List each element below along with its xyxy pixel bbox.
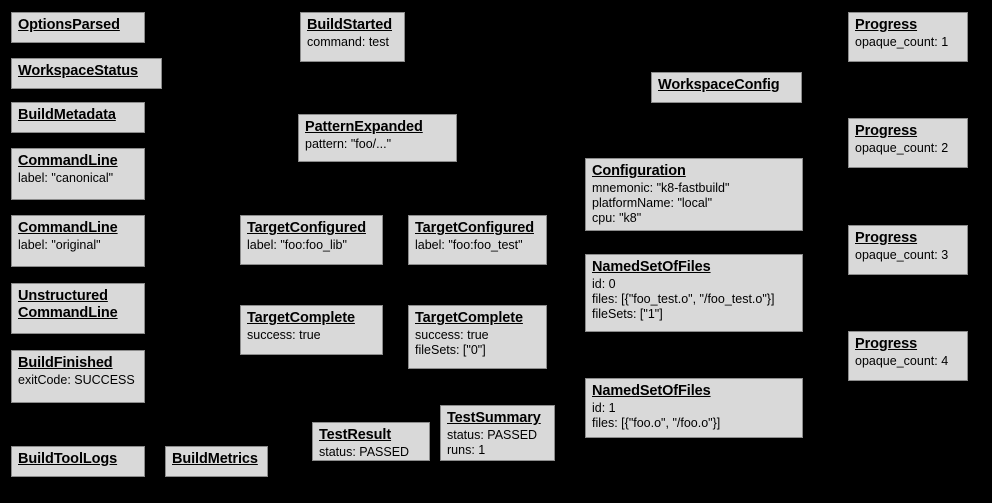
node-title: BuildMetadata <box>18 107 116 123</box>
node-attribute-line: id: 0 <box>592 277 616 291</box>
node-attributes: status: PASSED <box>319 445 423 460</box>
node-title: TargetConfigured <box>247 220 366 236</box>
node-title: PatternExpanded <box>305 119 423 135</box>
node-attributes: exitCode: SUCCESS <box>18 373 138 388</box>
node-attributes: opaque_count: 1 <box>855 35 961 50</box>
node-build-metrics[interactable]: BuildMetrics <box>165 446 268 477</box>
node-title: BuildFinished <box>18 355 113 371</box>
node-title: TestSummary <box>447 410 541 426</box>
node-attribute-line: status: PASSED <box>447 428 538 442</box>
node-title: WorkspaceConfig <box>658 77 780 93</box>
node-workspace-status[interactable]: WorkspaceStatus <box>11 58 162 89</box>
node-title: Unstructured CommandLine <box>18 288 118 321</box>
node-attribute-line: platformName: "local" <box>592 196 713 210</box>
node-unstructured-command-line[interactable]: Unstructured CommandLine <box>11 283 145 334</box>
node-configuration[interactable]: Configuration mnemonic: "k8-fastbuild"pla… <box>585 158 803 231</box>
node-attribute-line: label: "canonical" <box>18 171 114 185</box>
node-title: TargetComplete <box>247 310 355 326</box>
node-pattern-expanded[interactable]: PatternExpanded pattern: "foo/..." <box>298 114 457 162</box>
node-attributes: pattern: "foo/..." <box>305 137 450 152</box>
node-target-complete-lib[interactable]: TargetComplete success: true <box>240 305 383 355</box>
node-attributes: opaque_count: 2 <box>855 141 961 156</box>
node-attribute-line: success: true <box>247 328 321 342</box>
node-title: Configuration <box>592 163 686 179</box>
node-progress-4[interactable]: Progress opaque_count: 4 <box>848 331 968 381</box>
node-attribute-line: status: PASSED <box>319 445 410 459</box>
node-progress-1[interactable]: Progress opaque_count: 1 <box>848 12 968 62</box>
node-title: BuildStarted <box>307 17 393 33</box>
node-attribute-line: cpu: "k8" <box>592 211 642 225</box>
node-title: CommandLine <box>18 153 118 169</box>
node-attribute-line: pattern: "foo/..." <box>305 137 392 151</box>
node-attributes: mnemonic: "k8-fastbuild"platformName: "l… <box>592 181 796 226</box>
node-title: NamedSetOfFiles <box>592 383 711 399</box>
node-title: TargetConfigured <box>415 220 534 236</box>
node-build-tool-logs[interactable]: BuildToolLogs <box>11 446 145 477</box>
node-attributes: opaque_count: 3 <box>855 248 961 263</box>
node-command-line-canonical[interactable]: CommandLine label: "canonical" <box>11 148 145 200</box>
node-attribute-line: opaque_count: 2 <box>855 141 949 155</box>
node-build-finished[interactable]: BuildFinished exitCode: SUCCESS <box>11 350 145 403</box>
node-attributes: label: "foo:foo_lib" <box>247 238 376 253</box>
node-workspace-config[interactable]: WorkspaceConfig <box>651 72 802 103</box>
node-title: Progress <box>855 336 918 352</box>
node-attribute-line: files: [{"foo_test.o", "/foo_test.o"}] <box>592 292 775 306</box>
node-attribute-line: exitCode: SUCCESS <box>18 373 135 387</box>
node-build-started[interactable]: BuildStarted command: test <box>300 12 405 62</box>
node-progress-2[interactable]: Progress opaque_count: 2 <box>848 118 968 168</box>
node-attributes: command: test <box>307 35 398 50</box>
node-build-metadata[interactable]: BuildMetadata <box>11 102 145 133</box>
node-attribute-line: command: test <box>307 35 389 49</box>
node-attribute-line: opaque_count: 4 <box>855 354 949 368</box>
node-title: WorkspaceStatus <box>18 63 138 79</box>
node-attribute-line: runs: 1 <box>447 443 486 457</box>
node-attribute-line: label: "foo:foo_test" <box>415 238 523 252</box>
node-attribute-line: fileSets: ["0"] <box>415 343 486 357</box>
node-attribute-line: opaque_count: 3 <box>855 248 949 262</box>
node-command-line-original[interactable]: CommandLine label: "original" <box>11 215 145 267</box>
node-target-configured-foo-test[interactable]: TargetConfigured label: "foo:foo_test" <box>408 215 547 265</box>
node-attribute-line: opaque_count: 1 <box>855 35 949 49</box>
node-title: TargetComplete <box>415 310 523 326</box>
node-attribute-line: mnemonic: "k8-fastbuild" <box>592 181 730 195</box>
node-title: OptionsParsed <box>18 17 120 33</box>
node-title: Progress <box>855 123 918 139</box>
node-attributes: label: "original" <box>18 238 138 253</box>
node-attribute-line: id: 1 <box>592 401 616 415</box>
node-title: Progress <box>855 17 918 33</box>
node-attributes: opaque_count: 4 <box>855 354 961 369</box>
node-title: BuildMetrics <box>172 451 258 467</box>
node-title: Progress <box>855 230 918 246</box>
node-attribute-line: label: "original" <box>18 238 101 252</box>
node-attributes: label: "foo:foo_test" <box>415 238 540 253</box>
node-attributes: success: true <box>247 328 376 343</box>
node-title: TestResult <box>319 427 392 443</box>
node-progress-3[interactable]: Progress opaque_count: 3 <box>848 225 968 275</box>
node-test-result[interactable]: TestResult status: PASSED <box>312 422 430 461</box>
node-attributes: label: "canonical" <box>18 171 138 186</box>
node-title: CommandLine <box>18 220 118 236</box>
node-title: NamedSetOfFiles <box>592 259 711 275</box>
node-title: BuildToolLogs <box>18 451 118 467</box>
node-target-configured-foo-lib[interactable]: TargetConfigured label: "foo:foo_lib" <box>240 215 383 265</box>
node-attribute-line: label: "foo:foo_lib" <box>247 238 347 252</box>
node-attribute-line: success: true <box>415 328 489 342</box>
node-attribute-line: files: [{"foo.o", "/foo.o"}] <box>592 416 721 430</box>
node-attribute-line: fileSets: ["1"] <box>592 307 663 321</box>
node-options-parsed[interactable]: OptionsParsed <box>11 12 145 43</box>
